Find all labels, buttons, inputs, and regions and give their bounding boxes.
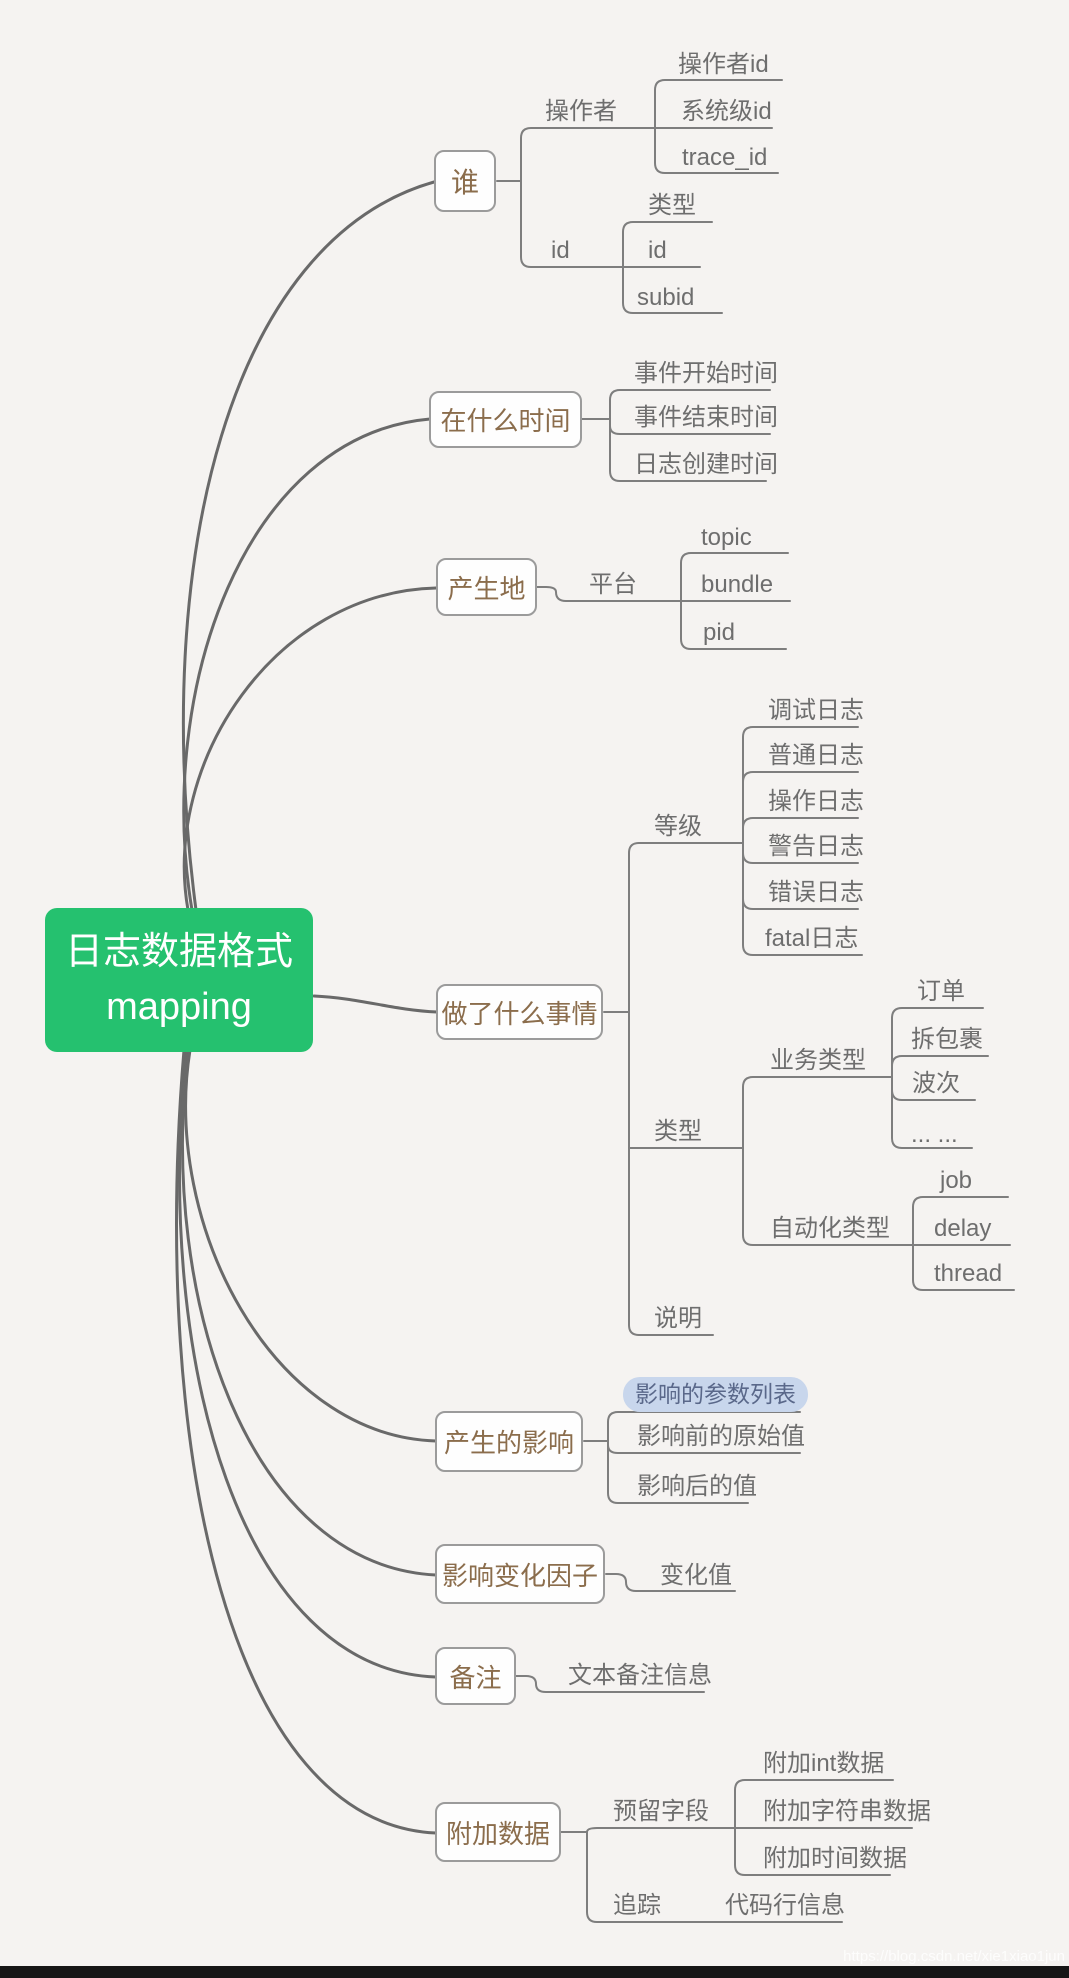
leaf-level-debug[interactable]: 调试日志 xyxy=(768,697,864,724)
node-reserved-fields[interactable]: 预留字段 xyxy=(613,1798,709,1825)
leaf-level-fatal[interactable]: fatal日志 xyxy=(765,925,859,952)
leaf-unpack[interactable]: 拆包裹 xyxy=(911,1026,983,1053)
leaf-extra-time[interactable]: 附加时间数据 xyxy=(763,1845,907,1872)
leaf-delay[interactable]: delay xyxy=(934,1215,992,1242)
leaf-level-operation[interactable]: 操作日志 xyxy=(768,788,864,815)
leaf-subid[interactable]: subid xyxy=(637,284,695,311)
node-impact[interactable]: 产生的影响 xyxy=(435,1411,583,1472)
leaf-level-warning[interactable]: 警告日志 xyxy=(768,833,864,860)
leaf-system-id[interactable]: 系统级id xyxy=(681,98,772,125)
bottom-bar xyxy=(0,1966,1069,1978)
leaf-bundle[interactable]: bundle xyxy=(701,571,774,598)
node-remark[interactable]: 备注 xyxy=(435,1647,516,1705)
where-branch-lines xyxy=(536,552,791,650)
leaf-event-end-time[interactable]: 事件结束时间 xyxy=(634,404,778,431)
leaf-order[interactable]: 订单 xyxy=(917,978,965,1005)
node-trace[interactable]: 追踪 xyxy=(613,1892,661,1919)
leaf-impact-before[interactable]: 影响前的原始值 xyxy=(637,1423,805,1450)
leaf-operator-id[interactable]: 操作者id xyxy=(678,51,769,78)
leaf-pid[interactable]: pid xyxy=(703,619,736,646)
leaf-extra-string[interactable]: 附加字符串数据 xyxy=(763,1798,931,1825)
node-who[interactable]: 谁 xyxy=(434,150,496,212)
leaf-thread[interactable]: thread xyxy=(934,1260,1003,1287)
node-extra[interactable]: 附加数据 xyxy=(435,1802,561,1862)
leaf-impact-params-highlighted[interactable]: 影响的参数列表 xyxy=(623,1377,808,1413)
node-auto-type[interactable]: 自动化类型 xyxy=(770,1215,890,1242)
root-title-line2: mapping xyxy=(106,986,252,1028)
node-platform[interactable]: 平台 xyxy=(589,571,637,598)
leaf-job[interactable]: job xyxy=(940,1167,973,1194)
leaf-trace-id[interactable]: trace_id xyxy=(682,144,768,171)
node-what[interactable]: 做了什么事情 xyxy=(436,984,603,1040)
node-operator[interactable]: 操作者 xyxy=(545,98,617,125)
leaf-level-error[interactable]: 错误日志 xyxy=(768,879,864,906)
leaf-event-start-time[interactable]: 事件开始时间 xyxy=(634,360,778,387)
leaf-level-normal[interactable]: 普通日志 xyxy=(768,742,864,769)
leaf-more[interactable]: ... ... xyxy=(911,1121,958,1148)
leaf-id-type[interactable]: 类型 xyxy=(648,192,696,219)
leaf-id-id[interactable]: id xyxy=(648,237,667,264)
node-level[interactable]: 等级 xyxy=(654,813,702,840)
leaf-change-value[interactable]: 变化值 xyxy=(660,1562,732,1589)
leaf-remark-text[interactable]: 文本备注信息 xyxy=(568,1662,712,1689)
node-factor[interactable]: 影响变化因子 xyxy=(435,1544,605,1604)
node-description[interactable]: 说明 xyxy=(654,1305,702,1332)
leaf-extra-int[interactable]: 附加int数据 xyxy=(763,1750,885,1777)
node-where[interactable]: 产生地 xyxy=(436,558,537,616)
root-title-line1: 日志数据格式 xyxy=(64,930,293,973)
node-when[interactable]: 在什么时间 xyxy=(429,391,582,448)
leaf-impact-after[interactable]: 影响后的值 xyxy=(637,1473,757,1500)
leaf-topic[interactable]: topic xyxy=(701,524,752,551)
node-business-type[interactable]: 业务类型 xyxy=(770,1047,866,1074)
leaf-log-create-time[interactable]: 日志创建时间 xyxy=(634,451,778,478)
watermark-url: https://blog.csdn.net/xie1xiao1jun xyxy=(843,1948,1065,1965)
node-type[interactable]: 类型 xyxy=(654,1118,702,1145)
leaf-wave[interactable]: 波次 xyxy=(912,1070,960,1097)
root-node[interactable]: 日志数据格式 mapping xyxy=(45,908,313,1052)
node-id[interactable]: id xyxy=(551,237,570,264)
leaf-code-line-info[interactable]: 代码行信息 xyxy=(725,1892,845,1919)
